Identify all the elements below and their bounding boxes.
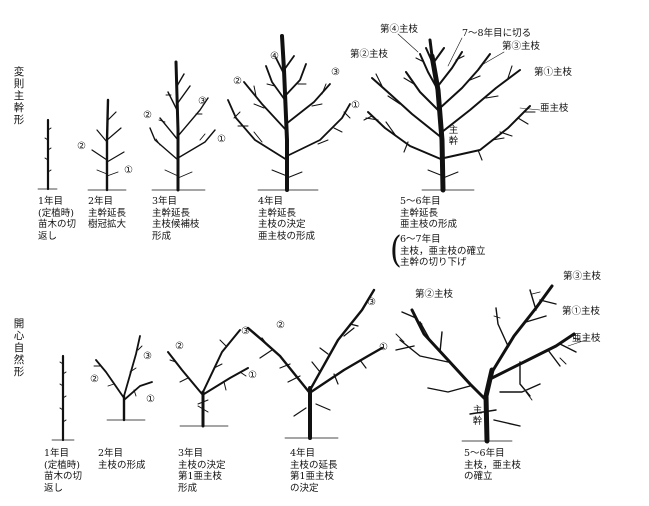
- caption-r2-stage5: 5〜6年目 主枝，亜主枝 の確立: [464, 448, 522, 482]
- label-r1-branch3: 第③主枝: [502, 41, 541, 52]
- marker-r1-s2-1: ①: [124, 165, 133, 176]
- label-r2-trunk: 主幹: [472, 405, 483, 427]
- label-r1-trunk: 主幹: [448, 125, 459, 147]
- caption-r1-stage5: 5〜6年目 主幹延長 亜主枝の形成: [400, 196, 458, 230]
- caption-r1-stage2: 2年目 主幹延長 樹冠拡大: [88, 196, 127, 230]
- marker-r2-s4-2: ②: [276, 320, 285, 331]
- paren-bracket: (: [390, 229, 402, 272]
- marker-r1-s2-2: ②: [77, 141, 86, 152]
- label-r2-branch3: 第③主枝: [563, 271, 602, 282]
- marker-r1-s4-4: ④: [270, 51, 279, 62]
- row-label-modified-leader: 変則主幹形: [13, 66, 25, 126]
- marker-r2-s4-3: ③: [367, 297, 376, 308]
- marker-r2-s2-2: ②: [90, 374, 99, 385]
- marker-r1-s3-3: ③: [198, 96, 207, 107]
- marker-r1-s4-3: ③: [331, 67, 340, 78]
- label-r1-branch1: 第①主枝: [534, 67, 573, 78]
- label-r1-branch2: 第②主枝: [350, 49, 389, 60]
- caption-r2-stage2: 2年目 主枝の形成: [98, 448, 146, 471]
- caption-r2-stage1: 1年目 (定植時) 苗木の切 返し: [44, 448, 83, 494]
- label-r1-cut-note: 7〜8年目に切る: [462, 28, 532, 39]
- row-label-open-center: 開心自然形: [13, 318, 25, 378]
- caption-r2-stage4: 4年目 主枝の延長 第1亜主枝 の決定: [290, 448, 338, 494]
- tree-r2-stage5: [395, 284, 587, 444]
- marker-r1-s4-1: ①: [351, 100, 360, 111]
- marker-r2-s2-1: ①: [146, 394, 155, 405]
- caption-r1-stage5-sub: 6〜7年目 主枝，亜主枝の確立 主幹の切り下げ: [400, 234, 486, 268]
- marker-r2-s2-3: ③: [143, 351, 152, 362]
- marker-r2-s3-1: ①: [248, 370, 257, 381]
- label-r1-sub-branch: 亜主枝: [540, 103, 569, 114]
- label-r2-branch2: 第②主枝: [415, 289, 454, 300]
- label-r1-branch4: 第④主枝: [380, 24, 419, 35]
- tree-r1-stage1: [37, 118, 58, 191]
- caption-r1-stage3: 3年目 主幹延長 主枝候補枝 形成: [152, 196, 200, 242]
- tree-r2-stage1: [51, 354, 75, 442]
- marker-r1-s3-1: ①: [217, 134, 226, 145]
- label-r2-branch1: 第①主枝: [562, 306, 601, 317]
- caption-r2-stage3: 3年目 主枝の決定 第1亜主枝 形成: [178, 448, 226, 494]
- marker-r2-s4-1: ①: [379, 342, 388, 353]
- tree-r2-stage3: [167, 329, 249, 428]
- marker-r1-s4-2: ②: [233, 76, 242, 87]
- marker-r1-s3-2: ②: [143, 110, 152, 121]
- marker-r2-s3-2: ②: [175, 341, 184, 352]
- caption-r1-stage4: 4年目 主幹延長 主枝の決定 亜主枝の形成: [258, 196, 316, 242]
- tree-r2-stage2: [93, 335, 153, 422]
- tree-r1-stage4: [227, 34, 351, 192]
- tree-r1-stage5: [363, 33, 541, 193]
- caption-r1-stage1: 1年目 (定植時) 苗木の切 返し: [38, 196, 77, 242]
- label-r2-sub-branch: 亜主枝: [572, 333, 601, 344]
- tree-r2-stage4: [246, 288, 384, 440]
- tree-r1-stage3: [149, 60, 216, 192]
- tree-r1-stage2: [87, 98, 127, 192]
- marker-r2-s3-3: ③: [241, 326, 250, 337]
